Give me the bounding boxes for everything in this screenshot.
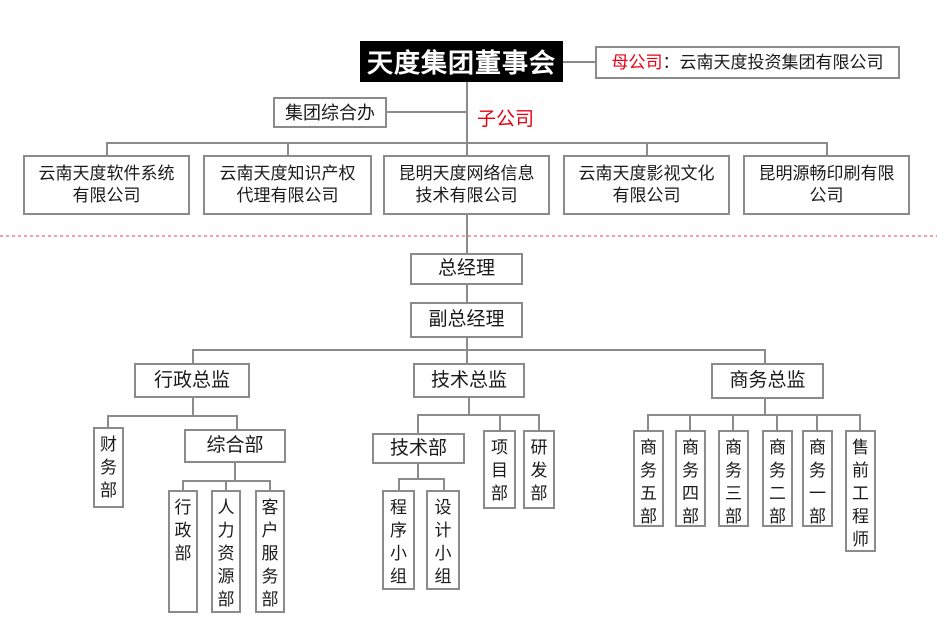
biz-children-connector xyxy=(647,414,861,416)
team-stub-2 xyxy=(443,478,445,490)
subsidiary-stub-5 xyxy=(826,142,828,155)
parent-company-label: 母公司 xyxy=(611,52,663,72)
tech-children-connector xyxy=(417,414,540,416)
subsidiary-2-line2: 代理有限公司 xyxy=(236,186,339,205)
design-team-box: 设计小组 xyxy=(426,490,460,590)
subsidiary-5-line1: 昆明源畅印刷有限 xyxy=(758,164,895,183)
subsidiary-box-5: 昆明源畅印刷有限 公司 xyxy=(743,155,910,215)
finance-stub xyxy=(107,415,109,427)
group-office-label: 集团综合办 xyxy=(285,102,375,123)
subsidiary-label: 子公司 xyxy=(477,109,535,130)
subsidiaries-connector xyxy=(106,142,828,144)
rd-dept-box: 研发部 xyxy=(523,430,555,509)
subsidiary-3-line1: 昆明天度网络信息 xyxy=(398,164,535,183)
subsidiary-3-line2: 技术有限公司 xyxy=(415,186,518,205)
tech-down xyxy=(468,398,470,416)
project-dept-box: 项目部 xyxy=(483,430,516,509)
admin-children-connector xyxy=(107,415,238,417)
biz-stub-6 xyxy=(859,414,861,430)
biz-dept-5-box: 商务五部 xyxy=(633,430,664,527)
director-stub-biz xyxy=(764,349,766,363)
tech-dept-box: 技术部 xyxy=(372,433,465,464)
biz-director-label: 商务总监 xyxy=(729,370,806,391)
biz-stub-1 xyxy=(647,414,649,430)
directors-connector xyxy=(192,349,766,351)
biz-dept-1-box: 商务一部 xyxy=(802,430,833,527)
deputy-general-manager-label: 副总经理 xyxy=(428,309,505,330)
subsidiary-box-3: 昆明天度网络信息 技术有限公司 xyxy=(383,155,550,215)
subsidiary-stub-4 xyxy=(646,142,648,155)
general-child-stub-3 xyxy=(269,480,271,490)
subsidiary-box-1: 云南天度软件系统 有限公司 xyxy=(23,155,190,215)
admin-director-box: 行政总监 xyxy=(134,363,250,398)
board-title: 天度集团董事会 xyxy=(366,48,556,78)
subsidiary-4-line2: 有限公司 xyxy=(612,186,681,205)
general-dept-box: 综合部 xyxy=(184,429,286,463)
general-manager-box: 总经理 xyxy=(410,253,523,285)
admin-director-label: 行政总监 xyxy=(153,369,230,391)
biz-stub-3 xyxy=(732,414,734,430)
biz-dept-4-box: 商务四部 xyxy=(675,430,706,527)
program-team-box: 程序小组 xyxy=(382,490,415,590)
subsidiary-stub-1 xyxy=(106,142,108,155)
director-stub-tech xyxy=(466,349,468,363)
biz-stub-2 xyxy=(689,414,691,430)
project-stub xyxy=(499,414,501,430)
finance-dept-box: 财务部 xyxy=(93,427,124,508)
admin-dept-box: 行政部 xyxy=(168,490,198,613)
connector-board-to-parent-note xyxy=(563,61,595,63)
admin-down xyxy=(192,398,194,417)
presales-engineer-box: 售前工程师 xyxy=(845,430,876,552)
tech-director-box: 技术总监 xyxy=(413,363,525,398)
biz-dept-3-box: 商务三部 xyxy=(718,430,749,527)
subsidiary-2-line1: 云南天度知识产权 xyxy=(219,164,356,183)
tech-director-label: 技术总监 xyxy=(430,369,507,391)
group-office-box: 集团综合办 xyxy=(273,97,387,128)
general-child-stub-1 xyxy=(182,480,184,490)
deputy-down xyxy=(466,338,468,351)
trunk-top xyxy=(466,82,468,155)
hr-dept-box: 人力资源部 xyxy=(211,490,241,613)
subsidiary-box-2: 云南天度知识产权 代理有限公司 xyxy=(203,155,372,215)
subsidiary-1-line1: 云南天度软件系统 xyxy=(38,164,175,183)
general-dept-label: 综合部 xyxy=(206,435,264,456)
board-title-box: 天度集团董事会 xyxy=(360,41,563,82)
techdept-stub xyxy=(417,414,419,433)
customer-service-dept-box: 客户服务部 xyxy=(255,490,285,613)
teams-connector xyxy=(398,478,444,480)
tech-dept-label: 技术部 xyxy=(389,437,447,459)
general-child-stub-2 xyxy=(225,480,227,490)
biz-down xyxy=(764,399,766,416)
biz-dept-2-box: 商务二部 xyxy=(762,430,793,527)
biz-stub-4 xyxy=(776,414,778,430)
subsidiary-box-4: 云南天度影视文化 有限公司 xyxy=(563,155,730,215)
gm-to-deputy xyxy=(466,285,468,302)
deputy-general-manager-box: 副总经理 xyxy=(410,302,523,338)
general-down xyxy=(234,463,236,482)
general-stub xyxy=(236,415,238,429)
parent-company-name: ：云南天度投资集团有限公司 xyxy=(662,52,884,72)
trunk-to-gm xyxy=(466,215,468,253)
team-stub-1 xyxy=(398,478,400,490)
subsidiary-5-line2: 公司 xyxy=(809,186,844,205)
parent-company-note-box: 母公司：云南天度投资集团有限公司 xyxy=(595,46,900,79)
biz-stub-5 xyxy=(816,414,818,430)
subsidiary-stub-2 xyxy=(287,142,289,155)
rd-stub xyxy=(538,414,540,430)
subsidiary-4-line1: 云南天度影视文化 xyxy=(578,164,715,183)
subsidiary-1-line2: 有限公司 xyxy=(72,186,141,205)
biz-director-box: 商务总监 xyxy=(711,363,824,399)
connector-office-to-trunk xyxy=(387,111,467,113)
general-manager-label: 总经理 xyxy=(437,258,495,279)
red-dotted-divider xyxy=(0,235,937,237)
techdept-down xyxy=(417,464,419,480)
director-stub-admin xyxy=(192,349,194,363)
